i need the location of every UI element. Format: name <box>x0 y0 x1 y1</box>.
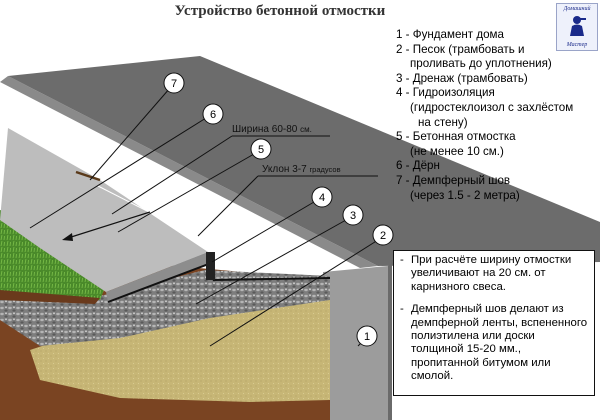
callout-leaders <box>29 87 379 347</box>
svg-text:6: 6 <box>210 109 216 121</box>
house-wall <box>8 56 600 266</box>
dim-label-1: 1.5 - 2 м. <box>44 130 77 139</box>
svg-text:2: 2 <box>380 230 386 242</box>
legend-item-6: 6 - Дёрн <box>396 159 440 173</box>
logo-bottom-text: Мастер <box>566 42 588 48</box>
svg-text:5: 5 <box>258 144 264 156</box>
concrete-slab-edge <box>106 252 214 302</box>
damper-joint <box>75 170 101 182</box>
slope-leader <box>197 175 259 237</box>
waterproofing-edge <box>206 252 215 280</box>
note-bullet: - <box>400 254 404 266</box>
width-label: Ширина 60-80 см. <box>232 124 312 135</box>
legend-item-4-detail-2: на стену) <box>418 115 468 129</box>
logo-top-text: Домашний <box>563 6 591 12</box>
callout-4: 4 <box>311 186 333 208</box>
slope-label: Уклон 3-7 градусов <box>262 164 341 175</box>
leader-7 <box>89 87 171 181</box>
leader-5 <box>117 153 255 233</box>
legend-item-5-detail: (не менее 10 см.) <box>410 144 504 158</box>
gravel-layer <box>0 270 330 346</box>
layer-legend: 1 - Фундамент дома 2 - Песок (трамбовать… <box>396 28 596 203</box>
note-text: Демпферный шов делают из демпферной лент… <box>411 303 588 383</box>
leader-3 <box>195 219 347 305</box>
turf-soil-edge <box>0 290 100 304</box>
concrete-slab-top <box>0 128 208 292</box>
page-title: Устройство бетонной отмостки <box>174 3 386 19</box>
legend-item-4: 4 - Гидроизоляция <box>396 86 495 100</box>
legend-item-3: 3 - Дренаж (трамбовать) <box>396 71 528 85</box>
width-leader <box>111 135 233 215</box>
site-logo: Домашний Мастер <box>556 3 598 51</box>
leader-4 <box>211 201 315 263</box>
callout-6: 6 <box>202 103 224 125</box>
note-bullet: - <box>400 303 404 316</box>
svg-text:1: 1 <box>364 331 370 343</box>
worker-icon <box>570 16 586 36</box>
dim-line-2 <box>97 185 197 237</box>
legend-item-7-detail: (через 1.5 - 2 метра) <box>410 188 520 202</box>
svg-text:7: 7 <box>171 78 177 90</box>
leader-2 <box>209 239 379 347</box>
legend-item-7: 7 - Демпферный шов <box>396 173 511 187</box>
callout-3: 3 <box>342 204 364 226</box>
slope-arrow <box>67 211 151 239</box>
foundation-side <box>388 262 392 420</box>
note-text: При расчёте ширину отмостки увеличивают … <box>411 254 572 293</box>
callout-1: 1 <box>356 325 378 347</box>
dim-label-2: 1.5 - 2 м. <box>130 189 163 198</box>
slope-arrowhead <box>62 233 73 241</box>
callout-5: 5 <box>250 138 272 160</box>
svg-text:4: 4 <box>319 192 325 204</box>
notes-box: - При расчёте ширину отмостки увеличиваю… <box>393 250 595 396</box>
legend-item-5: 5 - Бетонная отмостка <box>396 130 516 144</box>
leader-6 <box>29 117 207 229</box>
legend-item-2-detail: проливать до уплотнения) <box>410 57 552 71</box>
note-item: - При расчёте ширину отмостки увеличиваю… <box>400 254 590 294</box>
svg-text:3: 3 <box>350 210 356 222</box>
callout-2: 2 <box>372 224 394 246</box>
dim-line-1 <box>15 127 97 167</box>
note-item: - Демпферный шов делают из демпферной ле… <box>400 303 590 383</box>
callout-7: 7 <box>163 72 185 94</box>
foundation <box>323 266 388 420</box>
sand-layer <box>30 282 330 402</box>
legend-item-2: 2 - Песок (трамбовать и <box>396 42 525 56</box>
legend-item-4-detail: (гидростеклоизол с захлёстом <box>410 100 574 114</box>
legend-item-1: 1 - Фундамент дома <box>396 28 504 41</box>
